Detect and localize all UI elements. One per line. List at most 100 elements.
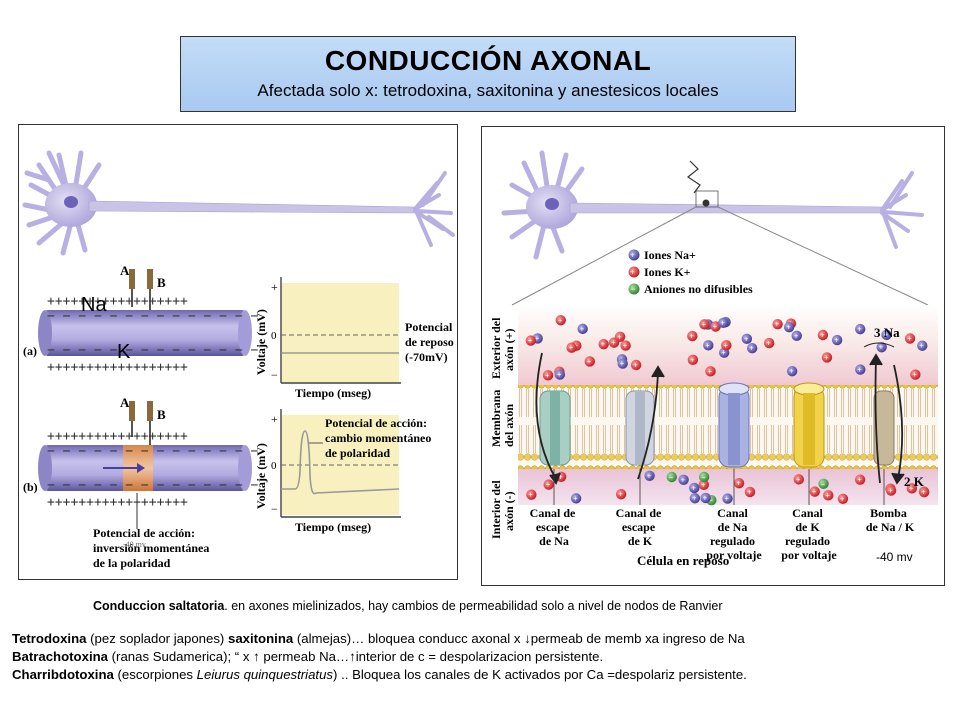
- plus-row-top-b: ++++++++++++++++++: [47, 429, 188, 444]
- membrane-panel: + + − Iones Na+ Iones K+ Aniones no difu…: [481, 126, 945, 586]
- minus-row-top-a: − − − − − − − − − − − − − −: [47, 309, 258, 324]
- k-ion-label: K: [117, 341, 131, 363]
- na-ion: [566, 342, 577, 353]
- ion-sign: +: [824, 353, 829, 362]
- na-ion: [615, 489, 627, 500]
- caption-pump: Bomba de Na / K: [866, 506, 915, 534]
- svg-text:+: +: [630, 251, 635, 260]
- ion-sign: −: [669, 473, 674, 482]
- na-ion: [614, 331, 626, 342]
- ion-sign: +: [623, 342, 628, 351]
- ion-sign: +: [647, 472, 652, 481]
- action-potential-graph: + 0 − Voltaje (mV) Tiempo (mseg) Potenci…: [254, 409, 431, 534]
- ion-sign: +: [601, 340, 606, 349]
- k-ion: [554, 369, 566, 380]
- ion-sign: +: [820, 331, 825, 340]
- ion-sign: +: [725, 495, 730, 504]
- na-ion: [721, 340, 732, 351]
- ion-sign: +: [633, 361, 638, 370]
- na-ion-label: Na: [81, 294, 107, 316]
- y-axis-label-a: Voltaje (mV): [254, 309, 268, 375]
- ion-sign: +: [834, 336, 839, 345]
- electrode-a-label: A: [120, 263, 130, 278]
- y-axis-label-b: Voltaje (mV): [254, 443, 268, 509]
- pump-2k: 2 K: [904, 474, 925, 489]
- graph-b-minus: −: [271, 502, 278, 516]
- ion-sign: +: [786, 323, 791, 332]
- ion-sign: +: [617, 333, 622, 342]
- ion-sign: +: [690, 356, 695, 365]
- k-ion: [855, 364, 866, 375]
- label-b: (b): [23, 480, 38, 494]
- interior-label-1: Interior del: [489, 480, 503, 539]
- k-ion: [855, 323, 866, 335]
- electrode-a-label-b: A: [120, 395, 130, 410]
- k-ion: [741, 333, 753, 345]
- na-ion: [687, 354, 699, 366]
- ion-sign: +: [723, 341, 728, 350]
- ion-sign: +: [569, 344, 574, 353]
- ion-sign: +: [691, 484, 696, 493]
- ion-sign: +: [744, 335, 749, 344]
- na-ion: [555, 315, 566, 326]
- graph-b-plus: +: [271, 412, 278, 426]
- na-ion: [733, 477, 745, 489]
- k-ion: [783, 321, 795, 333]
- na-ion: [906, 483, 917, 494]
- na-ion: [854, 474, 866, 485]
- na-ion: [744, 486, 756, 498]
- svg-text:−: −: [631, 284, 636, 294]
- electrodes-b: A B: [120, 395, 166, 445]
- na-ion: [543, 479, 554, 490]
- ion-sign: +: [713, 323, 718, 332]
- neuron-drawing: [22, 150, 455, 256]
- k-ion: [881, 329, 892, 341]
- ion-sign: +: [888, 487, 893, 496]
- ion-sign: +: [766, 339, 771, 348]
- flux-arrows: [535, 352, 905, 485]
- caption-k-leak: Canal de escape de K: [616, 506, 665, 548]
- k-ion: [577, 323, 588, 335]
- ion-sign: +: [557, 371, 562, 380]
- na-ion: [817, 329, 829, 341]
- inversion-annotation: Potencial de acción: inversión momentáne…: [93, 493, 209, 570]
- pump-3na: 3 Na: [874, 325, 900, 340]
- na-ion: [910, 369, 921, 380]
- ion-sign: +: [857, 325, 862, 334]
- note-batrachotoxina: Batrachotoxina (ranas Sudamerica); “ x ↑…: [12, 649, 604, 664]
- k-ion: [644, 470, 655, 481]
- saltatory-bold: Conduccion saltatoria: [93, 599, 225, 613]
- ion-sign: +: [545, 371, 550, 380]
- k-ion: [570, 493, 582, 504]
- note-charribdotoxina: Charribdotoxina (escorpiones Leiurus qui…: [12, 667, 747, 682]
- k-ion: [703, 340, 714, 351]
- minus-row-top-b: − − − − − − − − − − − − − −: [47, 444, 258, 459]
- minus40-label: -40 mv: [876, 550, 913, 564]
- ion-sign: +: [775, 320, 780, 329]
- na-ion: [698, 479, 710, 491]
- na-ion: [821, 352, 833, 363]
- k-ion: [831, 334, 843, 346]
- axon-tube-b: ++++++++++++++++++ − − − − − − − − − − −…: [23, 429, 258, 510]
- k-ion: [689, 493, 701, 504]
- ion-sign: +: [857, 476, 862, 485]
- ion-sign: +: [909, 484, 914, 493]
- na-k-pump: [873, 390, 895, 466]
- ion-sign: +: [907, 334, 912, 343]
- ion-sign: +: [879, 343, 884, 352]
- ion-sign: +: [884, 331, 889, 340]
- exterior-label-1: Exterior del: [489, 317, 503, 379]
- ion-sign: +: [618, 490, 623, 499]
- label-a: (a): [23, 344, 37, 358]
- k-ion: [718, 317, 729, 329]
- svg-text:+: +: [630, 268, 635, 277]
- na-ion: [687, 330, 698, 342]
- membrane-label-2: del axón: [502, 404, 516, 447]
- caption-na-leak: Canal de escape de Na: [530, 506, 579, 548]
- graph-b-zero: 0: [271, 460, 277, 472]
- ion-sign: +: [919, 342, 924, 351]
- electrodes-a: A B: [120, 263, 166, 315]
- ion-sign: +: [689, 332, 694, 341]
- plus-row-bottom-b: ++++++++++++++++++: [47, 495, 188, 510]
- na-leak-channel: [539, 390, 571, 466]
